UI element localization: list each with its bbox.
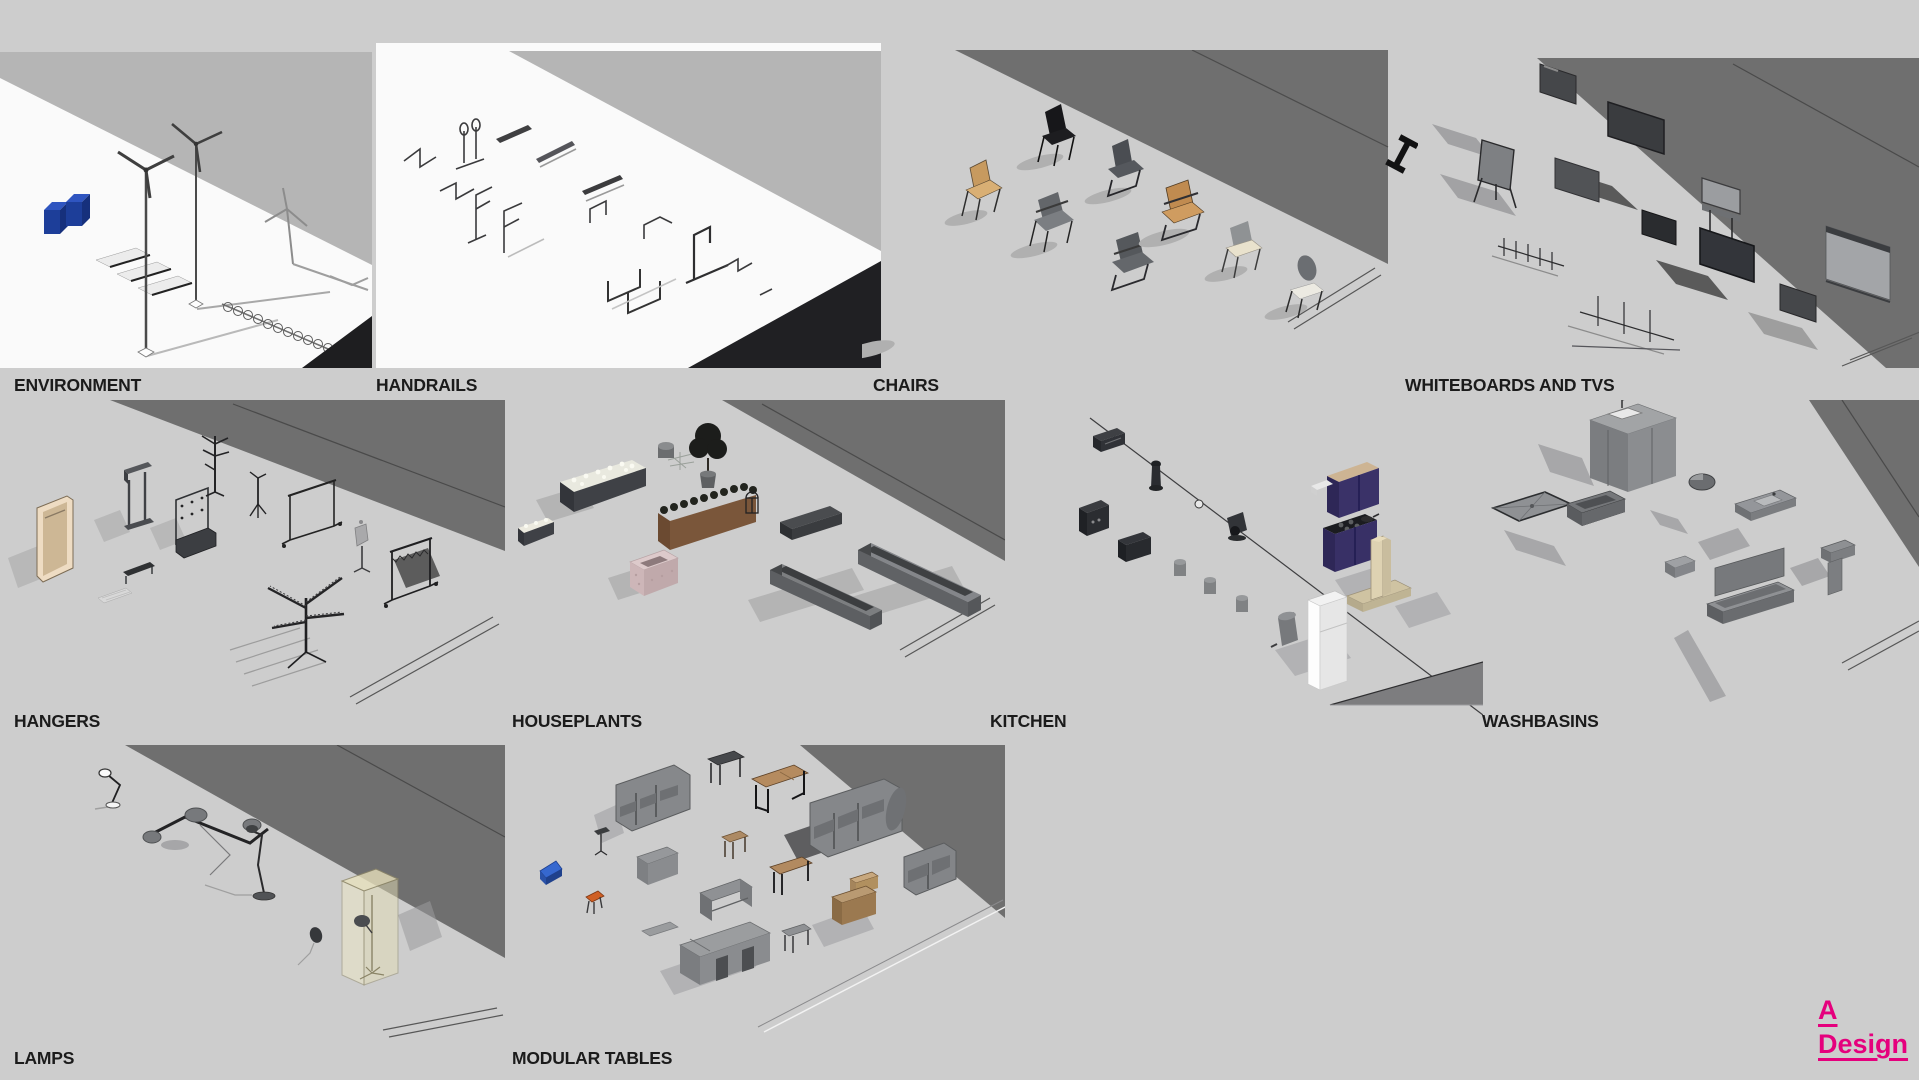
upper-cabinets — [1311, 462, 1379, 518]
board-models — [1432, 63, 1891, 355]
booth-b — [809, 778, 907, 858]
lamp-models — [94, 768, 442, 986]
logo-line-design: Design — [1818, 1029, 1909, 1059]
display-case — [340, 868, 442, 986]
multi-arm-lamp — [142, 807, 269, 876]
handrail-models — [403, 118, 773, 315]
sink-cabinet — [1589, 400, 1677, 492]
lower-cabinet — [1323, 513, 1380, 572]
tile-modular-tables[interactable]: MODULAR TABLES — [512, 745, 1005, 1075]
hanger-models — [8, 435, 440, 687]
solar-panels — [95, 247, 193, 296]
washbasin-models — [1490, 400, 1856, 702]
small-part — [1385, 134, 1418, 174]
kitchen-models — [1079, 428, 1451, 691]
pink-planter — [629, 549, 679, 596]
tile-label-modular-tables: MODULAR TABLES — [512, 1048, 673, 1068]
tile-lamps[interactable]: LAMPS — [0, 745, 505, 1075]
tile-label-whiteboards: WHITEBOARDS AND TVS — [1405, 375, 1615, 395]
lamps-render — [94, 745, 505, 1038]
blue-wedge — [539, 860, 563, 885]
tile-chairs[interactable]: CHAIRS — [862, 50, 1418, 395]
chair-models — [862, 104, 1325, 359]
tile-label-lamps: LAMPS — [14, 1048, 75, 1068]
hangers-render — [8, 400, 505, 705]
tile-label-houseplants: HOUSEPLANTS — [512, 711, 643, 731]
whiteboards-render — [1432, 58, 1919, 368]
kitchen-render — [1079, 417, 1483, 716]
tile-label-environment: ENVIRONMENT — [14, 375, 142, 395]
tall-column — [1346, 535, 1412, 612]
blue-boxes — [44, 194, 90, 234]
long-trough — [1706, 547, 1795, 624]
logo-line-a: A — [1818, 995, 1838, 1025]
tile-environment[interactable]: ENVIRONMENT — [0, 52, 372, 395]
tile-label-kitchen: KITCHEN — [990, 711, 1067, 731]
tile-kitchen[interactable]: KITCHEN — [975, 400, 1483, 731]
houseplants-render — [518, 400, 1005, 658]
tile-houseplants[interactable]: HOUSEPLANTS — [512, 400, 1005, 731]
handrails-render — [376, 43, 881, 368]
tile-label-handrails: HANDRAILS — [376, 375, 478, 395]
orange-stool — [585, 890, 605, 914]
wind-turbines — [117, 123, 223, 358]
plant-models — [518, 423, 981, 630]
tile-handrails[interactable]: HANDRAILS — [376, 43, 881, 395]
a-design-logo[interactable]: A Design — [1818, 993, 1908, 1061]
tile-hangers[interactable]: HANGERS — [0, 400, 505, 731]
chairs-render — [862, 50, 1418, 359]
modular-bench — [679, 921, 771, 985]
environment-render — [0, 52, 372, 368]
wood-table — [751, 764, 809, 813]
booth-c — [903, 842, 957, 896]
table-models — [539, 750, 957, 995]
washbasins-render — [1490, 400, 1919, 702]
modular-tables-render — [539, 745, 1005, 1033]
hedge — [658, 483, 757, 550]
tile-whiteboards-and-tvs[interactable]: WHITEBOARDS AND TVS — [1405, 50, 1919, 395]
floor-lamp — [204, 825, 276, 901]
tile-washbasins[interactable]: WASHBASINS — [1482, 400, 1919, 731]
tile-label-hangers: HANGERS — [14, 711, 101, 731]
pedestal-basin — [1820, 539, 1856, 596]
desk-hutch — [831, 871, 879, 925]
fridge — [1307, 590, 1348, 691]
potted-tree — [667, 423, 727, 488]
tile-label-chairs: CHAIRS — [873, 375, 939, 395]
booth-a — [615, 764, 691, 832]
tile-label-washbasins: WASHBASINS — [1482, 711, 1599, 731]
